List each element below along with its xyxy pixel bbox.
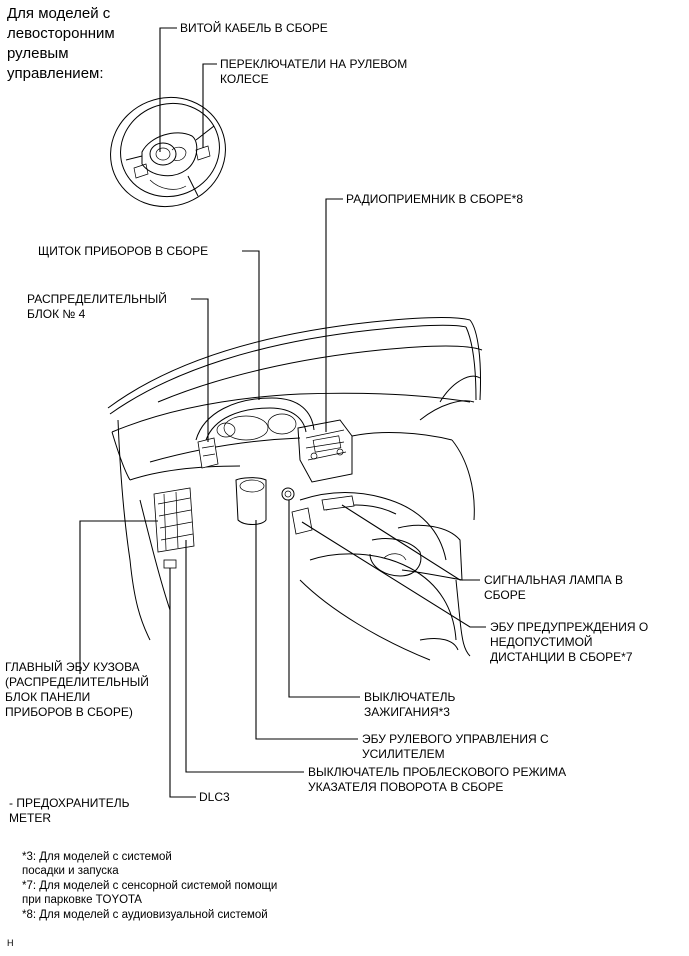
label-junction-block-4: РАСПРЕДЕЛИТЕЛЬНЫЙ БЛОК № 4 xyxy=(27,292,167,321)
footnote-3: *3: Для моделей с системой посадки и зап… xyxy=(22,851,172,877)
dashboard-drawing xyxy=(107,317,483,661)
footnote-8: *8: Для моделей с аудиовизуальной систем… xyxy=(22,909,268,921)
label-fuse-meter: - ПРЕДОХРАНИТЕЛЬ METER xyxy=(9,796,130,825)
label-dlc3: DLC3 xyxy=(199,790,230,804)
footnote-7: *7: Для моделей с сенсорной системой пом… xyxy=(22,880,278,906)
label-steering-switches: ПЕРЕКЛЮЧАТЕЛИ НА РУЛЕВОМ КОЛЕСЕ xyxy=(220,57,408,86)
label-ignition-switch: ВЫКЛЮЧАТЕЛЬ ЗАЖИГАНИЯ*3 xyxy=(364,690,456,719)
label-main-body-ecu: ГЛАВНЫЙ ЭБУ КУЗОВА (РАСПРЕДЕЛИТЕЛЬНЫЙ БЛ… xyxy=(5,660,149,719)
label-radio: РАДИОПРИЕМНИК В СБОРЕ*8 xyxy=(346,192,523,206)
leader-lines xyxy=(79,27,486,798)
corner-mark: H xyxy=(7,938,14,948)
label-signal-lamp: СИГНАЛЬНАЯ ЛАМПА В СБОРЕ xyxy=(484,573,623,602)
label-clearance-warning-ecu: ЭБУ ПРЕДУПРЕЖДЕНИЯ О НЕДОПУСТИМОЙ ДИСТАН… xyxy=(490,620,649,664)
label-hazard-switch: ВЫКЛЮЧАТЕЛЬ ПРОБЛЕСКОВОГО РЕЖИМА УКАЗАТЕ… xyxy=(308,765,567,794)
steering-wheel-drawing xyxy=(110,96,226,208)
label-combination-meter: ЩИТОК ПРИБОРОВ В СБОРЕ xyxy=(38,244,209,258)
label-power-steering-ecu: ЭБУ РУЛЕВОГО УПРАВЛЕНИЯ С УСИЛИТЕЛЕМ xyxy=(362,732,549,761)
label-spiral-cable: ВИТОЙ КАБЕЛЬ В СБОРЕ xyxy=(180,21,328,35)
heading: Для моделей с левосторонним рулевым упра… xyxy=(7,5,115,82)
